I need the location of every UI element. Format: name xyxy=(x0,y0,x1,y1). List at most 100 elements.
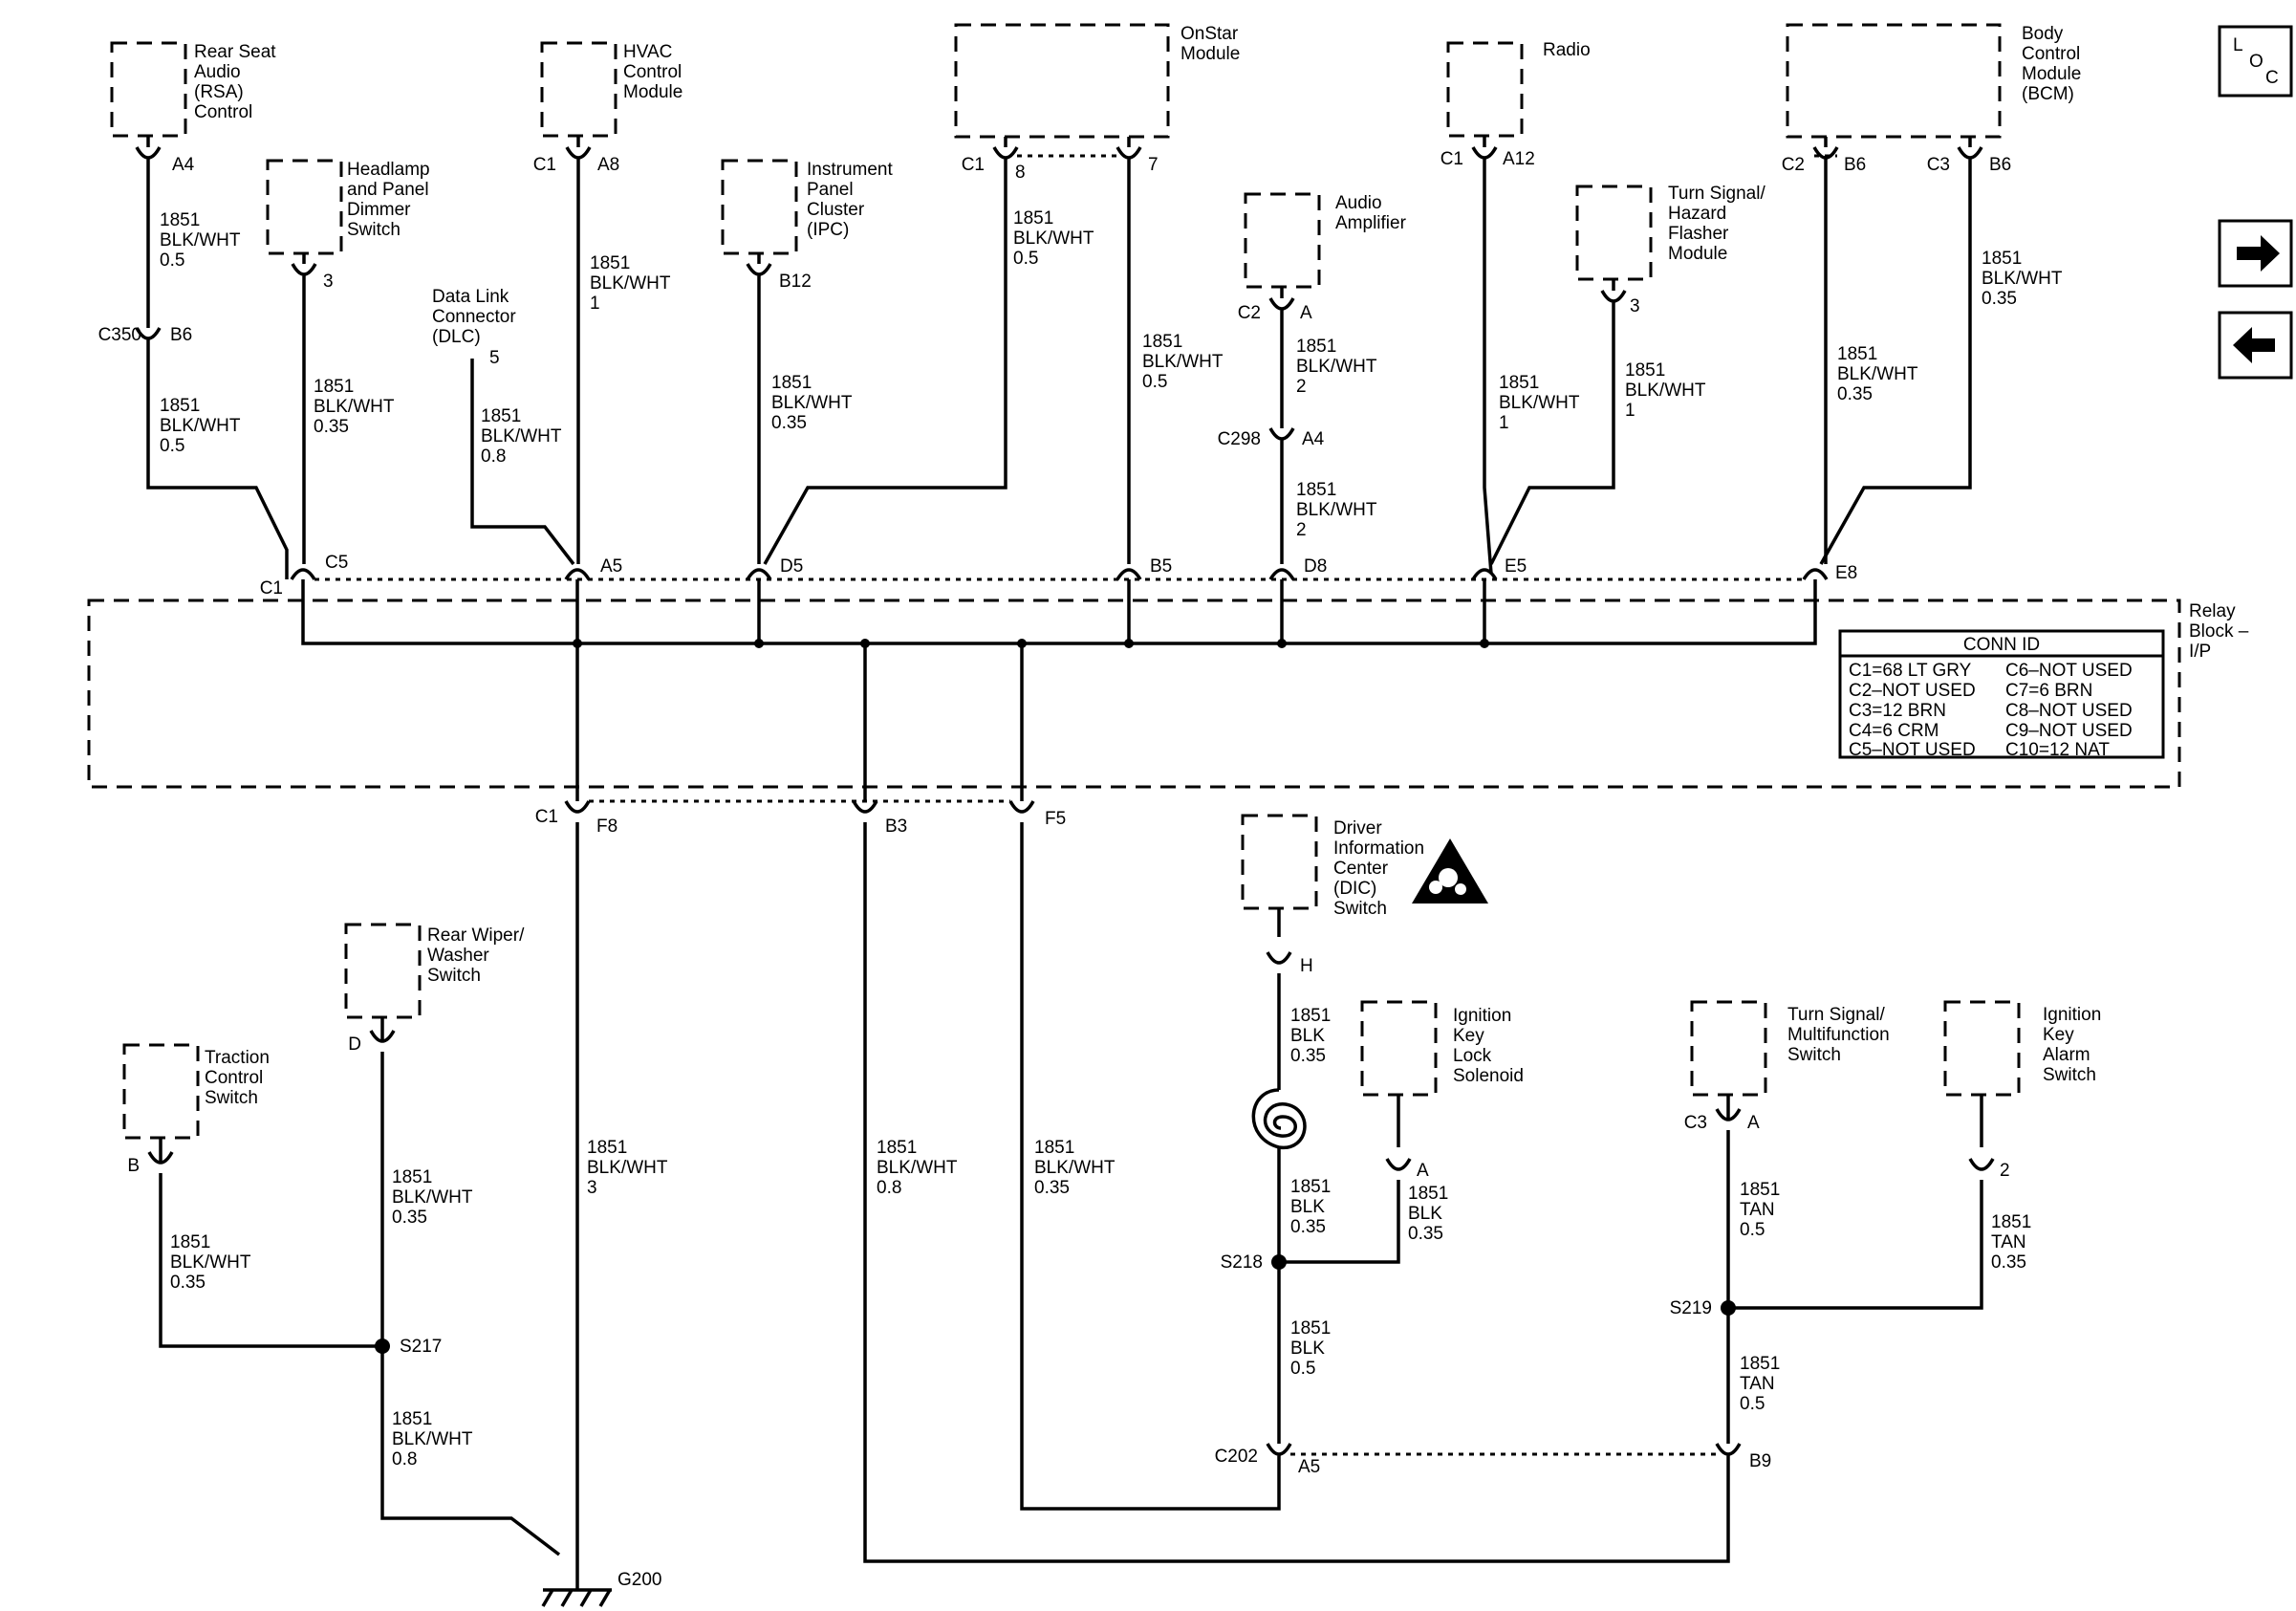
wire-amp-top-line-2: 2 xyxy=(1296,377,1307,397)
ground-g200-icon xyxy=(541,1588,612,1607)
splice-s219-label: S219 xyxy=(1670,1298,1712,1318)
wire-keyalarm-line-1: TAN xyxy=(1991,1232,2026,1252)
wire-amp-bot-line-0: 1851 xyxy=(1296,480,1336,500)
wire-dic-top-line-2: 0.35 xyxy=(1290,1046,1326,1066)
term-amp-a: A xyxy=(1300,303,1312,323)
term-rb-b5: B5 xyxy=(1150,556,1172,577)
wire-b3-line-0: 1851 xyxy=(877,1138,917,1158)
onstar-module-box xyxy=(954,23,1170,139)
loc-button[interactable]: L O C xyxy=(2218,25,2293,98)
conn-id-title: CONN ID xyxy=(1963,635,2040,655)
bcm-label-line-2: Module xyxy=(2022,64,2081,84)
relay-label-line-1: Block – xyxy=(2189,621,2249,642)
conn-id-right-1: C7=6 BRN xyxy=(2005,681,2092,701)
arrow-right-icon xyxy=(2237,235,2280,272)
bcm-label-line-3: (BCM) xyxy=(2022,84,2074,104)
rear-wiper-washer-switch-box xyxy=(344,923,422,1019)
forward-button[interactable] xyxy=(2218,219,2293,288)
ignition-key-alarm-switch-box xyxy=(1943,1000,2021,1097)
wire-rsa-bot-line-1: BLK/WHT xyxy=(160,416,241,436)
term-c202-a5: A5 xyxy=(1298,1457,1320,1477)
conn-id-right-2: C8–NOT USED xyxy=(2005,701,2133,721)
wire-f8-line-2: 3 xyxy=(587,1178,597,1198)
term-rb-b3: B3 xyxy=(885,816,907,837)
wire-multifn-line-0: 1851 xyxy=(1740,1180,1780,1200)
term-rb-d8: D8 xyxy=(1304,556,1327,577)
conn-id-left-1: C2–NOT USED xyxy=(1849,681,1976,701)
back-button[interactable] xyxy=(2218,311,2293,380)
ipc-label-line-0: Instrument xyxy=(807,160,893,180)
radio-box xyxy=(1446,41,1524,138)
amp-label-line-0: Audio xyxy=(1335,193,1382,213)
wire-s217-line-2: 0.8 xyxy=(392,1449,417,1469)
conn-id-left-0: C1=68 LT GRY xyxy=(1849,661,1972,681)
term-c298: C298 xyxy=(1218,429,1261,449)
wire-keylock-line-2: 0.35 xyxy=(1408,1224,1443,1244)
wire-rsa-top-line-2: 0.5 xyxy=(160,250,184,271)
wire-keylock-line-0: 1851 xyxy=(1408,1184,1448,1204)
term-multifn-c3: C3 xyxy=(1684,1113,1707,1133)
wire-f8-line-0: 1851 xyxy=(587,1138,627,1158)
term-rb-e8: E8 xyxy=(1835,563,1857,583)
wire-bcm-b6-line-2: 0.35 xyxy=(1837,384,1873,404)
term-rb-f5: F5 xyxy=(1045,809,1066,829)
clockspring-coil-icon xyxy=(1251,1088,1307,1184)
term-rb-e5: E5 xyxy=(1505,556,1527,577)
turn-signal-hazard-flasher-box xyxy=(1575,185,1653,281)
keylock-label-line-1: Key xyxy=(1453,1026,1484,1046)
term-rb-a5: A5 xyxy=(600,556,622,577)
wire-turnhaz-line-2: 1 xyxy=(1625,401,1635,421)
term-radio-a12: A12 xyxy=(1503,149,1535,169)
term-rb-c1b: C1 xyxy=(535,807,558,827)
term-keyalarm-2: 2 xyxy=(2000,1161,2010,1181)
term-onstar-c1: C1 xyxy=(962,155,985,175)
conn-id-left-2: C3=12 BRN xyxy=(1849,701,1946,721)
hvac-label-line-1: Control xyxy=(623,62,682,82)
term-rb-c5: C5 xyxy=(325,553,348,573)
conn-id-left-3: C4=6 CRM xyxy=(1849,721,1939,741)
wire-amp-bot-line-2: 2 xyxy=(1296,520,1307,540)
splice-s217-label: S217 xyxy=(400,1337,442,1357)
term-hvac-c1: C1 xyxy=(533,155,556,175)
headlamp-label-line-1: and Panel xyxy=(347,180,429,200)
dic-label-line-4: Switch xyxy=(1333,899,1387,919)
turnhaz-label-line-1: Hazard xyxy=(1668,204,1726,224)
turnhaz-label-line-2: Flasher xyxy=(1668,224,1729,244)
wire-headlamp-line-1: BLK/WHT xyxy=(314,397,395,417)
dic-label-line-2: Center xyxy=(1333,859,1389,879)
hvac-control-module-box xyxy=(540,41,617,138)
bcm-box xyxy=(1786,23,2002,139)
term-traction-b: B xyxy=(127,1156,140,1176)
keyalarm-label-line-3: Switch xyxy=(2043,1065,2096,1085)
wire-rsa-top-line-1: BLK/WHT xyxy=(160,230,241,250)
wire-multifn-line-1: TAN xyxy=(1740,1200,1775,1220)
wire-traction-line-1: BLK/WHT xyxy=(170,1252,251,1273)
wire-radio-line-0: 1851 xyxy=(1499,373,1539,393)
wire-amp-top-line-0: 1851 xyxy=(1296,337,1336,357)
term-wiper-d: D xyxy=(348,1034,361,1055)
wire-s218-line-2: 0.5 xyxy=(1290,1359,1315,1379)
wire-keyalarm-line-0: 1851 xyxy=(1991,1212,2031,1232)
multifn-label-line-1: Multifunction xyxy=(1787,1025,1890,1045)
wire-s219-line-0: 1851 xyxy=(1740,1354,1780,1374)
conn-id-right-0: C6–NOT USED xyxy=(2005,661,2133,681)
wire-b3-line-1: BLK/WHT xyxy=(877,1158,958,1178)
svg-text:O: O xyxy=(2249,52,2264,72)
wire-f5-line-2: 0.35 xyxy=(1034,1178,1070,1198)
term-radio-c1: C1 xyxy=(1440,149,1463,169)
multifn-label-line-0: Turn Signal/ xyxy=(1787,1005,1885,1025)
wire-radio-line-1: BLK/WHT xyxy=(1499,393,1580,413)
wire-s217-line-1: BLK/WHT xyxy=(392,1429,473,1449)
amp-label-line-1: Amplifier xyxy=(1335,213,1407,233)
keylock-label-line-3: Solenoid xyxy=(1453,1066,1524,1086)
wire-bcm-b6-line-1: BLK/WHT xyxy=(1837,364,1918,384)
wires xyxy=(146,172,1983,1590)
conn-id-right-4: C10=12 NAT xyxy=(2005,740,2110,760)
term-rb-f8: F8 xyxy=(596,816,617,837)
term-amp-c2: C2 xyxy=(1238,303,1261,323)
keyalarm-label-line-2: Alarm xyxy=(2043,1045,2090,1065)
wire-headlamp-line-0: 1851 xyxy=(314,377,354,397)
terminal-marks xyxy=(135,137,1995,1465)
wire-ipc-line-0: 1851 xyxy=(771,373,812,393)
